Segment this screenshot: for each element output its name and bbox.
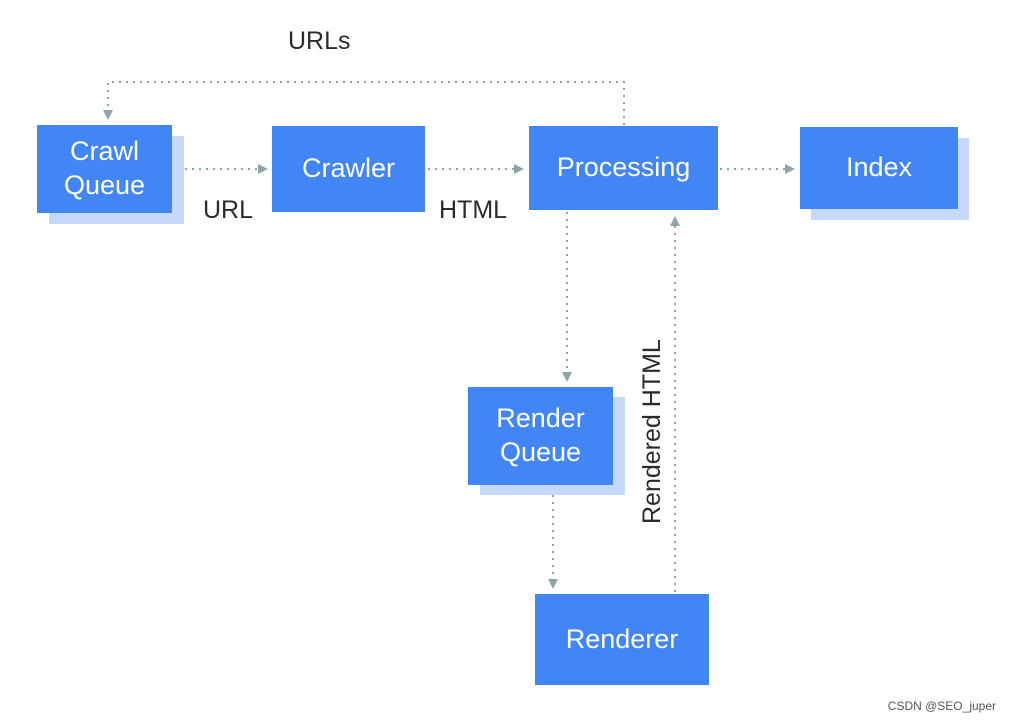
edge-label-url: URL bbox=[203, 196, 254, 224]
node-render-queue-box: Render Queue bbox=[468, 387, 613, 485]
node-renderer-label: Renderer bbox=[565, 623, 679, 654]
node-index-label: Index bbox=[845, 152, 913, 183]
node-render-queue-line-1: Render bbox=[496, 403, 585, 434]
node-index-box: Index bbox=[800, 127, 958, 209]
node-renderer: Renderer bbox=[535, 594, 709, 685]
node-crawl-queue-line-1: Crawl bbox=[69, 136, 139, 167]
node-crawler-label: Crawler bbox=[301, 153, 395, 184]
watermark: CSDN @SEO_juper bbox=[887, 699, 996, 713]
edge-label-rendered-html: Rendered HTML bbox=[638, 339, 666, 524]
edge-processing-to-crawl-queue bbox=[103, 81, 625, 125]
node-index: Index bbox=[800, 127, 969, 220]
node-crawl-queue-line-2: Queue bbox=[63, 170, 146, 200]
edge-label-html: HTML bbox=[439, 196, 508, 224]
node-renderer-box: Renderer bbox=[535, 594, 709, 685]
node-render-queue: Render Queue bbox=[468, 387, 625, 495]
node-processing: Processing bbox=[529, 126, 718, 210]
node-crawler-box: Crawler bbox=[272, 126, 425, 212]
node-render-queue-line-2: Queue bbox=[499, 437, 582, 467]
node-crawl-queue: Crawl Queue bbox=[37, 125, 184, 224]
edge-label-urls: URLs bbox=[288, 27, 351, 55]
node-processing-label: Processing bbox=[556, 152, 691, 183]
node-crawler: Crawler bbox=[272, 126, 425, 212]
node-crawl-queue-box: Crawl Queue bbox=[37, 125, 172, 213]
node-processing-box: Processing bbox=[529, 126, 718, 210]
